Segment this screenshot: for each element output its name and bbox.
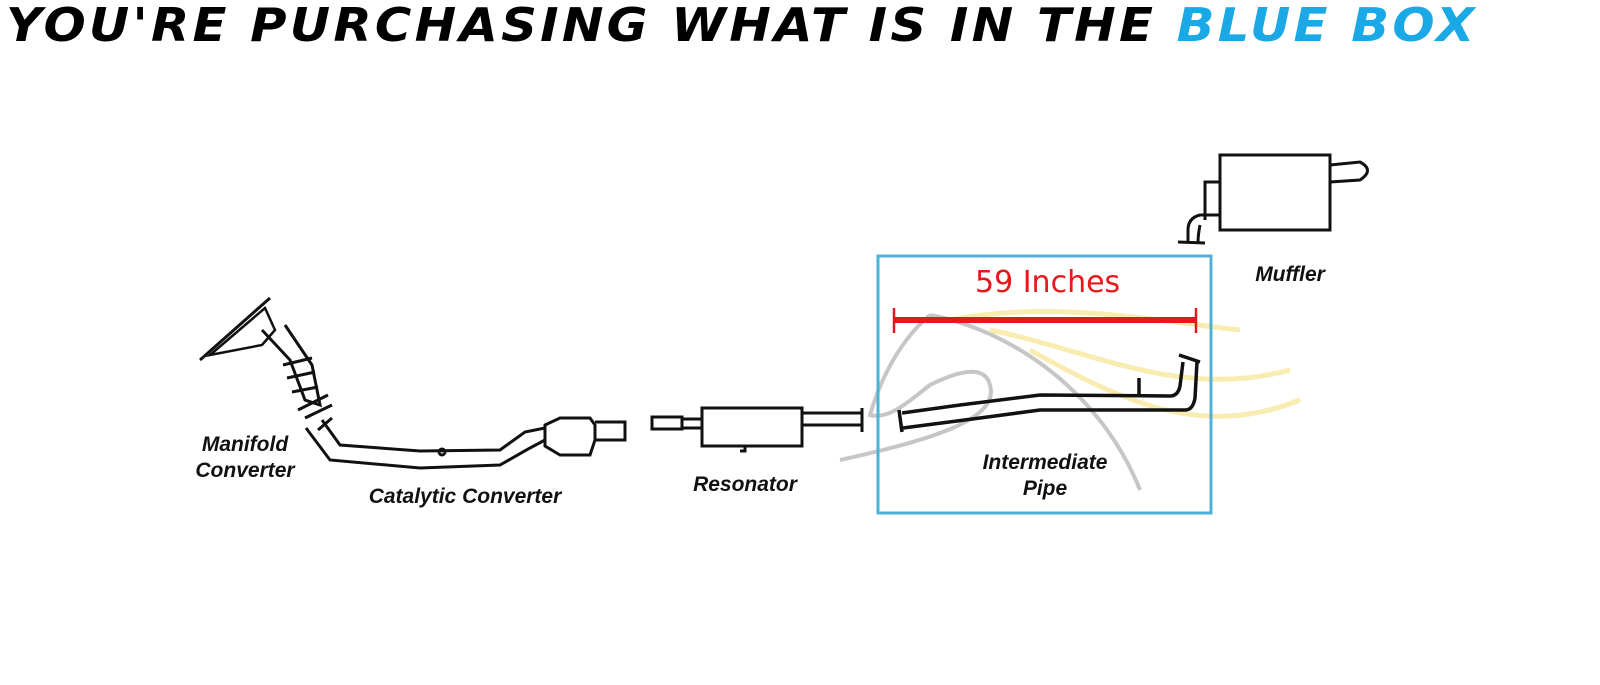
manifold-label-line1: Manifold [201, 433, 289, 456]
intermediate-pipe-part [897, 353, 1201, 433]
purchase-highlight-box [876, 254, 1213, 515]
watermark-logo [839, 308, 1301, 491]
intermediate-pipe-label: Intermediate Pipe [965, 450, 1125, 502]
measurement-bar [892, 308, 1198, 333]
catalytic-converter-part [304, 416, 627, 470]
manifold-label-line2: Converter [195, 459, 295, 482]
catalytic-converter-label: Catalytic Converter [368, 485, 562, 508]
intermediate-label-line2: Pipe [1022, 477, 1068, 500]
title-highlight: BLUE BOX [1176, 0, 1478, 52]
intermediate-label-line1: Intermediate [982, 451, 1108, 474]
muffler-part [1177, 153, 1369, 245]
measurement-label: 59 Inches [975, 265, 1121, 300]
muffler-label: Muffler [1255, 263, 1325, 286]
manifold-converter-label: Manifold Converter [180, 432, 310, 484]
page-title: YOU'RE PURCHASING WHAT IS IN THE BLUE BO… [6, 0, 1478, 52]
title-main: YOU'RE PURCHASING WHAT IS IN THE [6, 0, 1157, 52]
resonator-label: Resonator [693, 473, 797, 496]
manifold-converter-part [199, 296, 333, 420]
resonator-part [650, 406, 864, 453]
